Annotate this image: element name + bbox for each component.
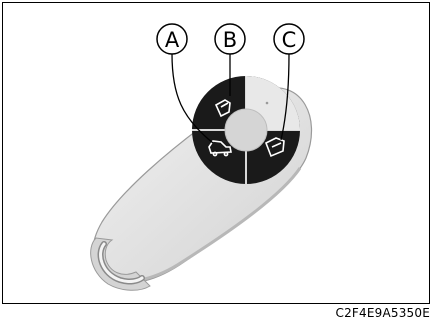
figure-code: C2F4E9A5350E bbox=[335, 306, 430, 320]
callout-c-label: C bbox=[282, 28, 297, 52]
lock-button-icon bbox=[214, 99, 231, 118]
callout-leaders bbox=[171, 53, 290, 144]
trunk-button-icon bbox=[208, 140, 232, 157]
callout-a-label: A bbox=[165, 28, 180, 52]
leader-c bbox=[280, 53, 290, 141]
callout-b-label: B bbox=[223, 28, 237, 52]
unlock-button-icon bbox=[264, 137, 285, 158]
leader-a bbox=[171, 53, 214, 144]
callout-a: A bbox=[156, 23, 188, 55]
callout-b: B bbox=[214, 23, 246, 55]
indicator-dot bbox=[265, 101, 269, 105]
callout-c: C bbox=[273, 23, 305, 55]
center-button[interactable] bbox=[224, 108, 268, 152]
